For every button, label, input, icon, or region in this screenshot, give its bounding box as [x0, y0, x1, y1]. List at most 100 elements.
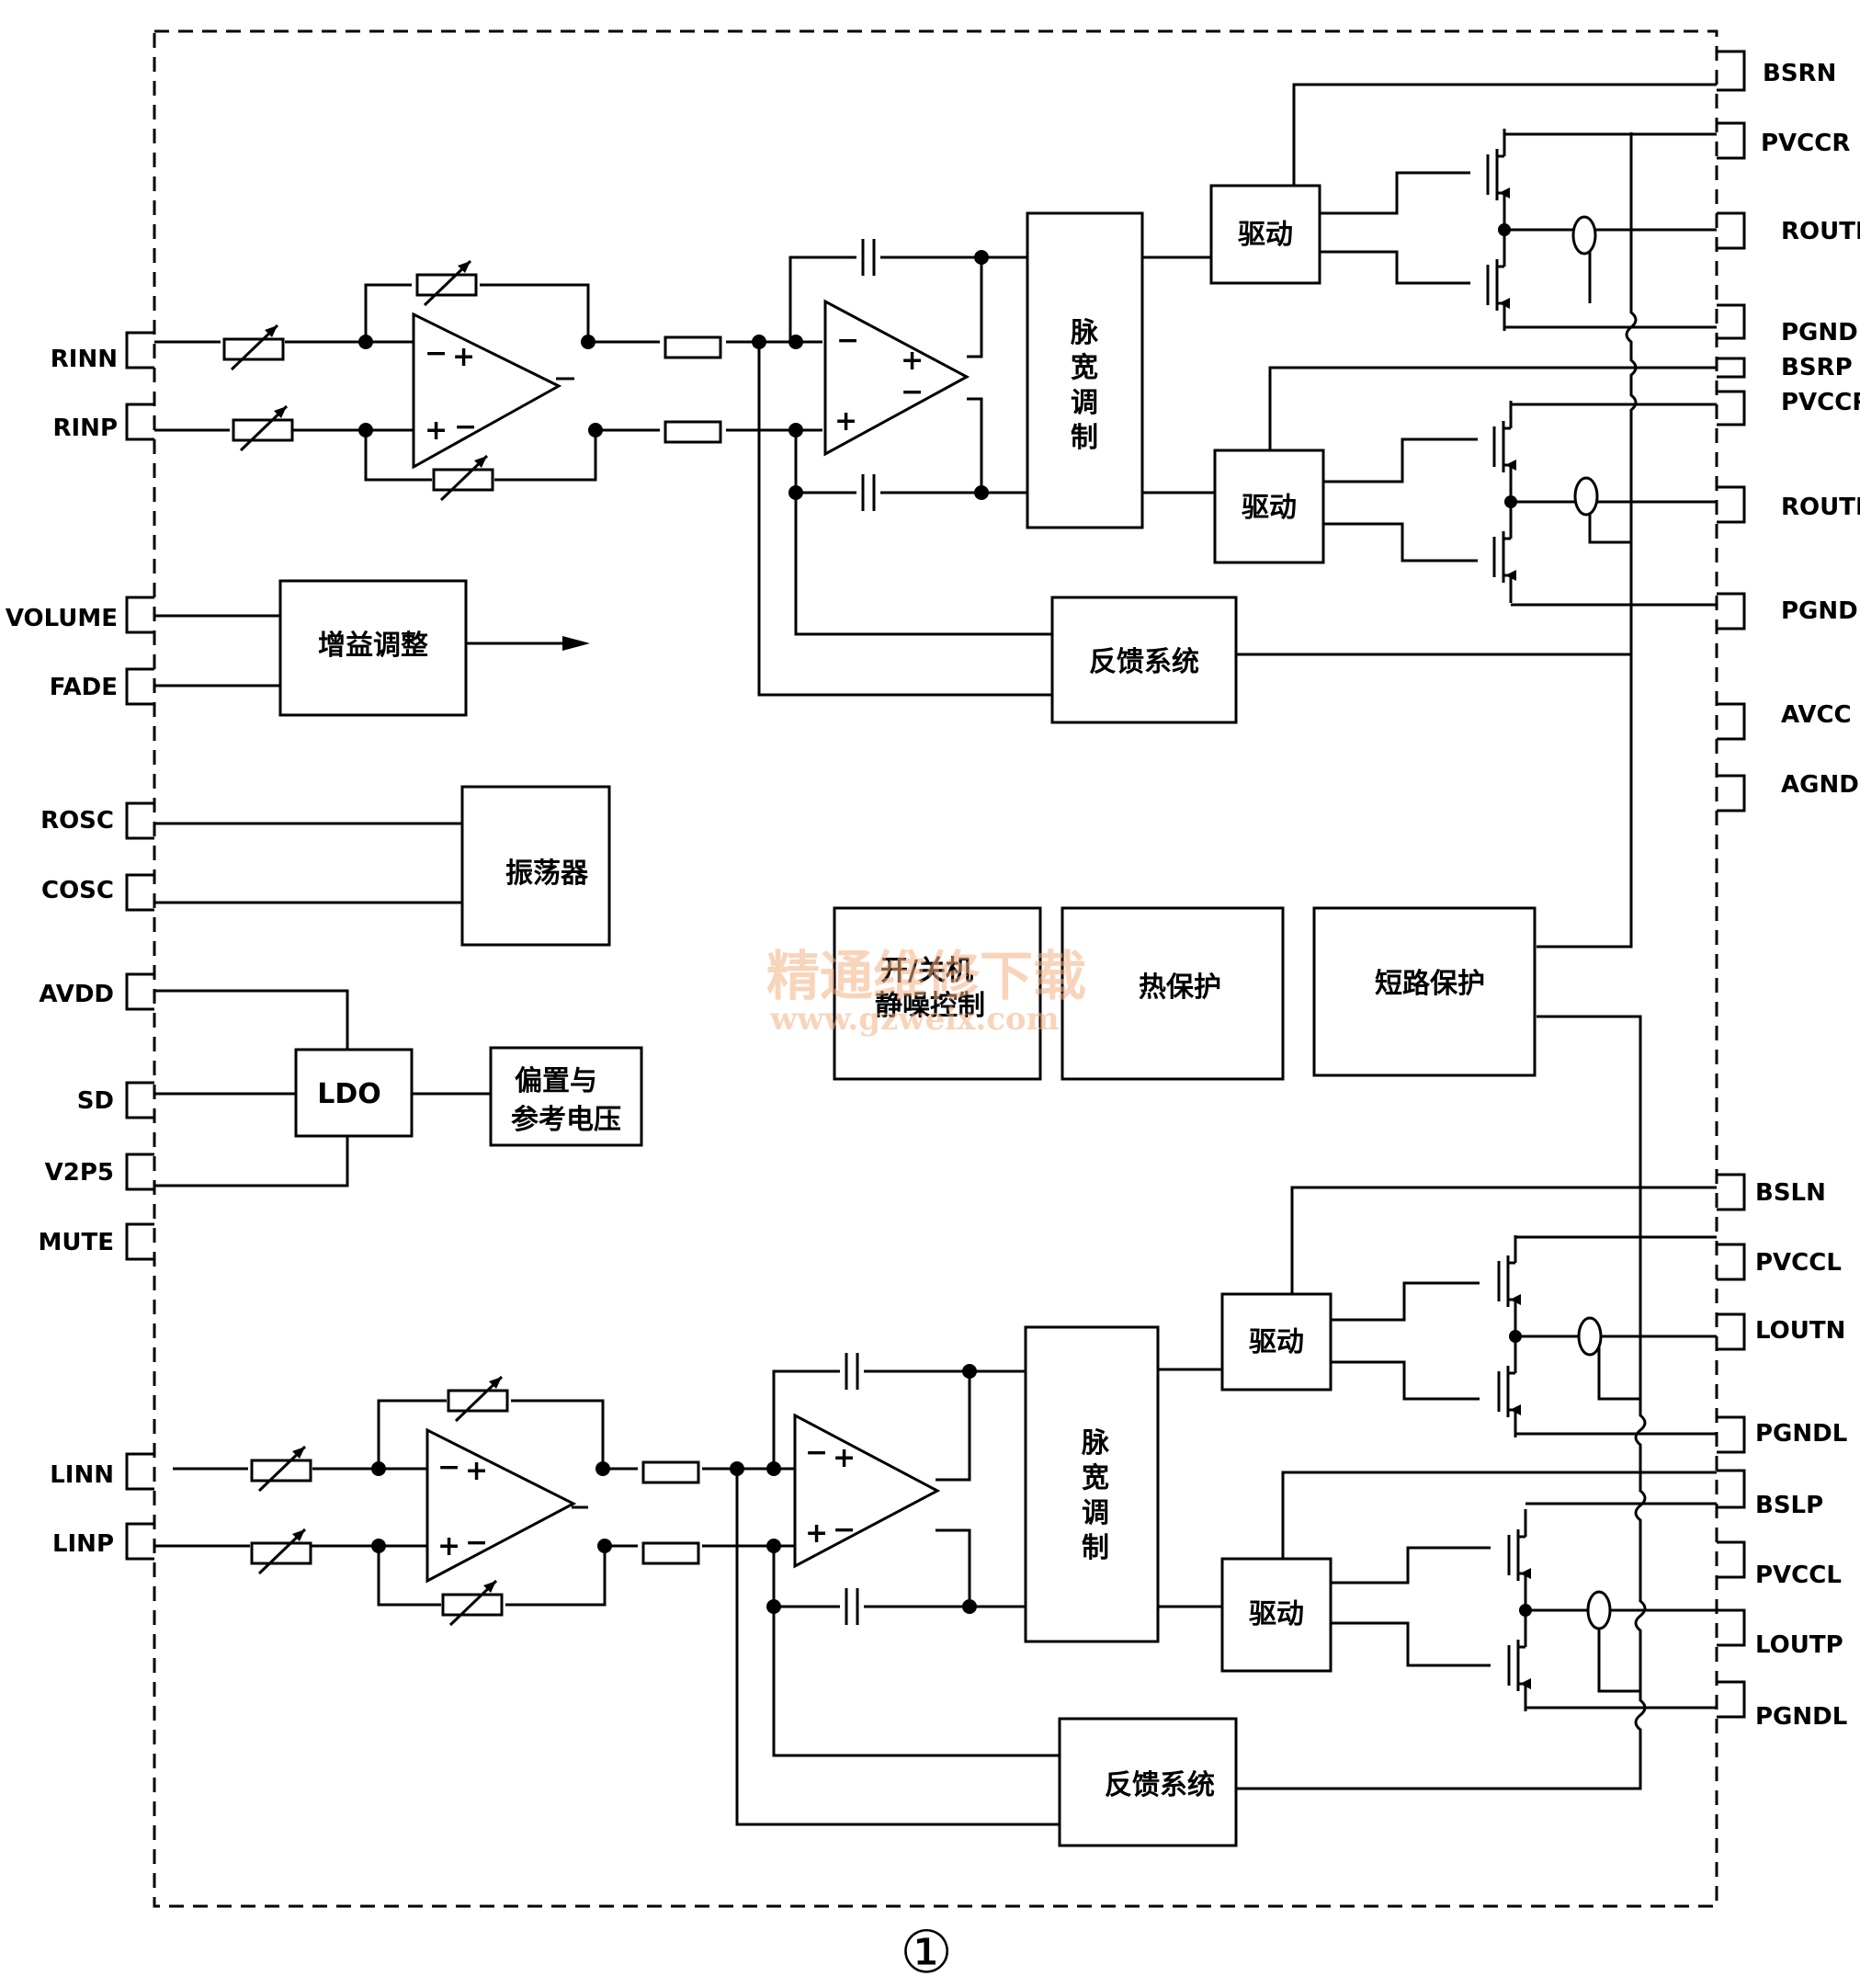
pin-pgndl-1: PGNDL [1755, 1420, 1847, 1448]
oscillator-label: 振荡器 [505, 858, 589, 890]
bias-reference-label-1: 偏置与 [515, 1065, 597, 1097]
svg-text:−: − [833, 1514, 856, 1546]
svg-text:+: + [901, 345, 924, 377]
left-feedback-block [1058, 1717, 1238, 1847]
svg-text:−: − [805, 1437, 828, 1469]
pin-avdd: AVDD [39, 981, 114, 1008]
pin-mute: MUTE [39, 1229, 114, 1256]
pin-linn: LINN [50, 1461, 114, 1489]
onoff-mute-label-1: 开/关机 [880, 955, 973, 987]
pin-pvccl-2: PVCCL [1755, 1562, 1842, 1589]
driver-routn-label: 驱动 [1238, 219, 1293, 251]
svg-text:−: − [836, 324, 859, 357]
right-pwm-char-4: 制 [1071, 422, 1098, 454]
svg-text:+: + [833, 1442, 856, 1474]
pin-v2p5: V2P5 [45, 1159, 114, 1187]
pin-sd: SD [77, 1087, 114, 1115]
watermark-title: 精通维修下载 [766, 945, 1086, 1007]
right-feedback-block [1050, 596, 1238, 724]
svg-text:−: − [454, 411, 477, 443]
gain-adjust-label: 增益调整 [318, 630, 428, 662]
pin-pvccl-1: PVCCL [1755, 1249, 1842, 1277]
left-feedback-label: 反馈系统 [1105, 1769, 1215, 1801]
left-pwm-char-4: 制 [1082, 1532, 1109, 1564]
right-pins [1717, 50, 1746, 1719]
driver-loutn-label: 驱动 [1249, 1326, 1304, 1358]
pin-routn: ROUTN [1781, 218, 1860, 245]
driver-loutn [1220, 1292, 1333, 1392]
bias-reference-label-2: 参考电压 [511, 1104, 621, 1136]
right-integrator [823, 299, 970, 457]
driver-loutp-label: 驱动 [1249, 1598, 1304, 1630]
pin-rosc: ROSC [40, 807, 114, 835]
driver-routn [1209, 184, 1321, 285]
pin-volume: VOLUME [6, 605, 118, 632]
right-channel-wiring [154, 83, 1717, 1191]
onoff-mute-label-2: 静噪控制 [875, 990, 985, 1022]
svg-text:−: − [425, 337, 448, 369]
left-preamp [425, 1427, 577, 1584]
output-coil-routp [1573, 476, 1599, 517]
short-circuit-block [1312, 906, 1537, 1077]
output-coil-routn [1571, 215, 1597, 256]
svg-text:−: − [465, 1527, 488, 1559]
right-preamp [412, 312, 562, 470]
svg-text:+: + [452, 341, 475, 373]
pin-linp: LINP [52, 1530, 114, 1558]
pin-pgndr-1: PGNDR [1781, 319, 1860, 346]
driver-routp [1213, 449, 1325, 564]
right-pwm-char-1: 脉 [1071, 317, 1099, 349]
pin-bsln: BSLN [1755, 1179, 1826, 1207]
left-channel-wiring [154, 1186, 1717, 1826]
pin-loutn: LOUTN [1755, 1317, 1845, 1345]
pin-avcc: AVCC [1781, 701, 1852, 729]
ldo-label: LDO [317, 1078, 381, 1110]
onoff-mute-block [833, 906, 1042, 1081]
pin-fade: FADE [50, 674, 118, 701]
short-circuit-label: 短路保护 [1375, 968, 1485, 1000]
pin-rinp: RINP [52, 415, 118, 442]
left-integrator [793, 1413, 941, 1569]
bias-reference-block [489, 1046, 643, 1147]
pin-pvccr-2: PVCCR [1781, 389, 1860, 416]
right-feedback-label: 反馈系统 [1089, 646, 1199, 678]
right-pwm-block [1026, 211, 1144, 529]
thermal-protection-block [1060, 906, 1285, 1081]
driver-loutp [1220, 1557, 1333, 1673]
svg-text:+: + [465, 1455, 488, 1487]
svg-text:+: + [805, 1517, 828, 1550]
pin-bslp: BSLP [1755, 1492, 1823, 1519]
ldo-block [294, 1048, 414, 1138]
svg-text:−: − [437, 1451, 460, 1483]
pin-rinn: RINN [51, 346, 118, 373]
left-pwm-block [1024, 1325, 1160, 1643]
left-pwm-char-2: 宽 [1082, 1462, 1109, 1494]
gain-adjust-block [278, 579, 468, 717]
pin-bsrn: BSRN [1763, 60, 1836, 87]
pin-pgndr-2: PGNDR [1781, 597, 1860, 625]
output-coil-loutp [1586, 1590, 1612, 1630]
output-coil-loutn [1577, 1316, 1603, 1357]
pin-cosc: COSC [41, 877, 114, 904]
driver-routp-label: 驱动 [1242, 492, 1297, 524]
svg-text:+: + [834, 405, 857, 437]
oscillator-block [460, 785, 611, 947]
pin-pgndl-2: PGNDL [1755, 1703, 1847, 1731]
figure-number: ① [900, 1919, 952, 1987]
left-pwm-char-3: 调 [1082, 1497, 1109, 1529]
svg-text:−: − [901, 376, 924, 408]
thermal-protection-label: 热保护 [1139, 971, 1221, 1004]
pin-bsrp: BSRP [1781, 354, 1853, 381]
watermark-url: www.gzweix.com [769, 1001, 1060, 1038]
right-pwm-char-3: 调 [1071, 387, 1098, 419]
right-pwm-char-2: 宽 [1071, 352, 1098, 384]
svg-text:+: + [425, 415, 448, 447]
chip-boundary [153, 29, 1718, 1908]
left-pins [125, 331, 154, 1561]
pin-loutp: LOUTP [1755, 1631, 1843, 1659]
pin-pvccr-1: PVCCR [1761, 130, 1850, 157]
pin-agnd: AGND [1781, 771, 1859, 799]
svg-text:+: + [437, 1530, 460, 1562]
